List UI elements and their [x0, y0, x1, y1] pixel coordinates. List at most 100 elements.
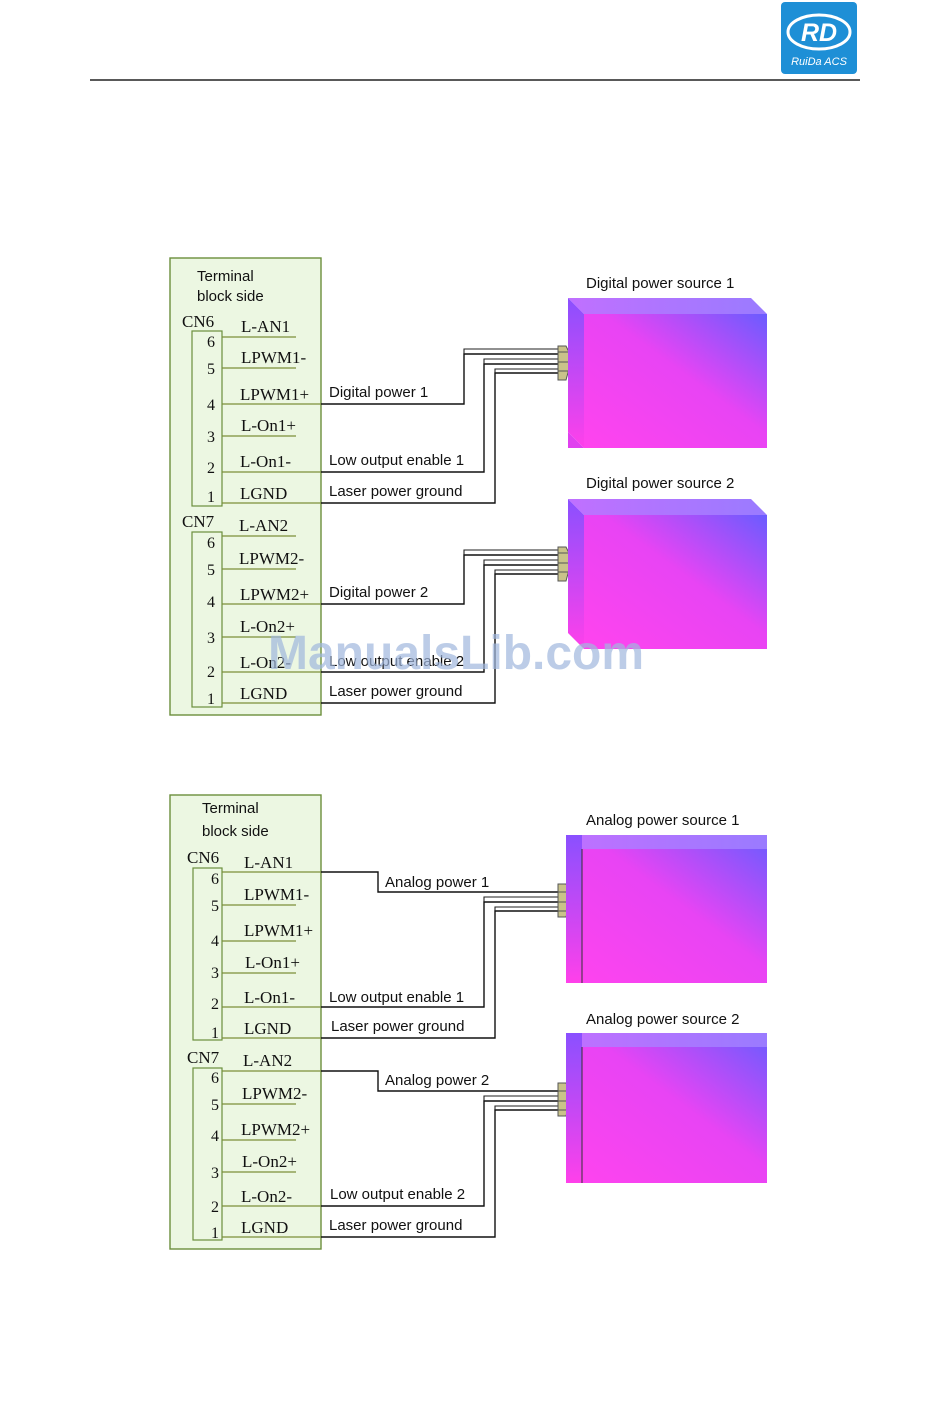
signal-label: LGND [244, 1019, 291, 1038]
signal-label: L-AN2 [239, 516, 288, 535]
wire-label: Low output enable 1 [329, 452, 464, 469]
signal-label: L-On2- [240, 653, 291, 672]
analog-power-source-box [566, 835, 767, 983]
digital-power-source-box [568, 499, 767, 649]
watermark: ManualsLib.com [268, 627, 644, 680]
signal-label: LPWM1- [244, 885, 310, 904]
pin-number: 1 [211, 1225, 219, 1242]
logo-ellipse [786, 13, 852, 51]
cn6-connector [192, 867, 223, 1041]
pin-number: 5 [211, 1097, 219, 1114]
source-label: Analog power source 2 [586, 1011, 739, 1028]
digital-power-source-box [568, 298, 767, 448]
terminal-block [169, 257, 322, 716]
signal-label: L-On2+ [240, 617, 295, 636]
cn6-label: CN6 [187, 848, 219, 867]
pin-number: 5 [207, 562, 215, 579]
signal-label: LGND [240, 484, 287, 503]
digital-wiring-diagram: Terminal block side CN6 6 5 4 3 2 1 L-AN… [169, 257, 767, 716]
terminal-title-line2: block side [197, 288, 264, 305]
pin-number: 1 [207, 489, 215, 506]
wire-label: Digital power 1 [329, 384, 428, 401]
wire-label: Digital power 2 [329, 584, 428, 601]
pin-number: 6 [207, 334, 215, 351]
wire [321, 1109, 558, 1238]
pin-number: 4 [207, 397, 215, 414]
terminal-title-line1: Terminal [197, 268, 254, 285]
wire-label: Laser power ground [331, 1018, 464, 1035]
signal-label: LPWM2- [239, 549, 305, 568]
cn7-label: CN7 [182, 512, 215, 531]
pin-number: 4 [207, 594, 215, 611]
terminal-title-line1: Terminal [202, 800, 259, 817]
signal-label: L-On1- [244, 988, 295, 1007]
source-label: Digital power source 1 [586, 275, 734, 292]
wire [321, 564, 558, 673]
signal-label: LGND [240, 684, 287, 703]
wire [321, 1100, 558, 1207]
wire-label: Laser power ground [329, 483, 462, 500]
analog-power-source-box [566, 1033, 767, 1183]
pin-number: 2 [207, 664, 215, 681]
wire [321, 1070, 558, 1092]
signal-label: L-On2+ [242, 1152, 297, 1171]
signal-label: LPWM2- [242, 1084, 308, 1103]
signal-label: L-On2- [241, 1187, 292, 1206]
signal-label: LPWM1+ [244, 921, 313, 940]
wire [321, 353, 558, 405]
logo-subtitle: RuiDa ACS [791, 56, 847, 68]
source-label: Analog power source 1 [586, 812, 739, 829]
wire [321, 363, 558, 473]
pin-number: 1 [207, 691, 215, 708]
signal-label: L-AN1 [241, 317, 290, 336]
pin-number: 3 [207, 630, 215, 647]
cn6-connector [191, 330, 223, 507]
cn7-connector [192, 1067, 223, 1241]
pin-number: 5 [207, 361, 215, 378]
pin-number: 2 [207, 460, 215, 477]
logo-text: RD [801, 19, 837, 47]
pin-number: 4 [211, 933, 219, 950]
signal-label: LPWM2+ [240, 585, 309, 604]
terminal-title-line2: block side [202, 823, 269, 840]
signal-label: L-AN2 [243, 1051, 292, 1070]
pin-number: 6 [211, 1070, 219, 1087]
pin-number: 2 [211, 996, 219, 1013]
wire-label: Analog power 1 [385, 874, 489, 891]
pin-number: 4 [211, 1128, 219, 1145]
wire-label: Low output enable 2 [329, 653, 464, 670]
terminal-block [169, 794, 322, 1250]
pin-number: 3 [211, 965, 219, 982]
pin-number: 3 [211, 1165, 219, 1182]
wire [321, 573, 558, 704]
signal-label: L-On1+ [245, 953, 300, 972]
pin-number: 3 [207, 429, 215, 446]
wire-label: Analog power 2 [385, 1072, 489, 1089]
source-label: Digital power source 2 [586, 475, 734, 492]
signal-label: L-On1- [240, 452, 291, 471]
wire [321, 372, 558, 504]
cn7-connector [191, 531, 223, 708]
pin-number: 2 [211, 1199, 219, 1216]
wire [321, 910, 558, 1039]
wire [321, 871, 558, 893]
signal-label: LGND [241, 1218, 288, 1237]
signal-label: LPWM1- [241, 348, 307, 367]
signal-label: LPWM1+ [240, 385, 309, 404]
signal-label: L-AN1 [244, 853, 293, 872]
analog-wiring-diagram: Terminal block side CN6 6 5 4 3 2 1 L-AN… [169, 794, 767, 1250]
wire-label: Laser power ground [329, 683, 462, 700]
ruida-logo: RD RuiDa ACS [781, 2, 857, 74]
cn7-label: CN7 [187, 1048, 220, 1067]
signal-label: L-On1+ [241, 416, 296, 435]
wire [321, 554, 558, 605]
pin-number: 1 [211, 1025, 219, 1042]
wire-label: Laser power ground [329, 1217, 462, 1234]
wire [321, 901, 558, 1008]
pin-number: 5 [211, 898, 219, 915]
signal-label: LPWM2+ [241, 1120, 310, 1139]
wire-label: Low output enable 1 [329, 989, 464, 1006]
wire-label: Low output enable 2 [330, 1186, 465, 1203]
pin-number: 6 [211, 871, 219, 888]
